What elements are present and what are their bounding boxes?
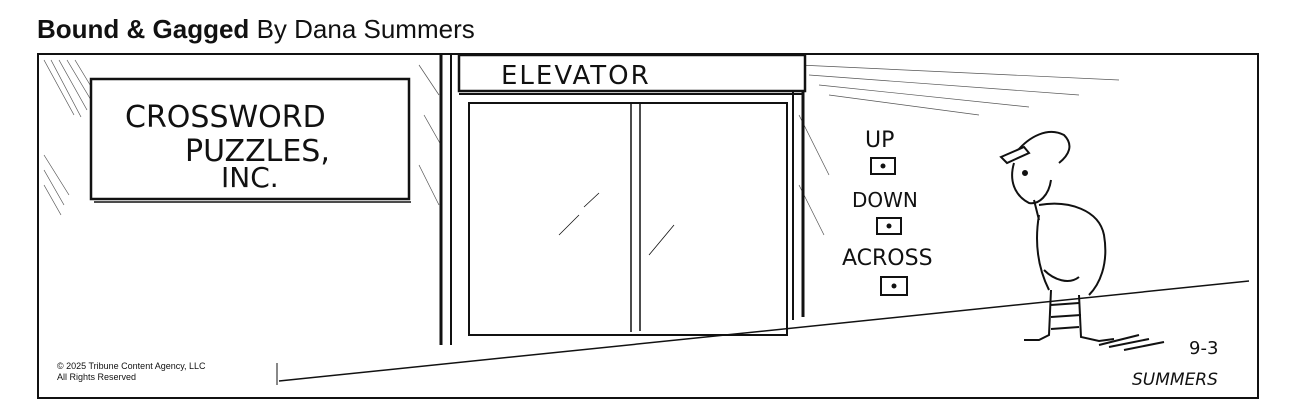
floor-line (278, 280, 1250, 382)
sign-line-2: PUZZLES, (185, 134, 330, 169)
button-label-up: UP (865, 128, 894, 153)
comic-panel: CROSSWORD PUZZLES, INC. ELEVATOR UP DOWN (37, 53, 1259, 399)
elevator-label: ELEVATOR (501, 61, 651, 91)
comic-illustration: CROSSWORD PUZZLES, INC. ELEVATOR UP DOWN (43, 55, 1250, 390)
button-label-down: DOWN (852, 188, 918, 212)
man-figure (999, 130, 1165, 351)
copyright-notice: © 2025 Tribune Content Agency, LLC All R… (57, 361, 206, 383)
copyright-line-1: © 2025 Tribune Content Agency, LLC (57, 361, 206, 371)
sign-line-3: INC. (221, 161, 279, 194)
sign-line-1: CROSSWORD (125, 100, 326, 135)
elevator (439, 55, 807, 345)
button-label-across: ACROSS (842, 246, 933, 271)
company-sign (89, 77, 411, 201)
copyright-line-2: All Rights Reserved (57, 372, 137, 382)
artist-signature: SUMMERS (1132, 370, 1218, 390)
strip-date: 9-3 (1189, 338, 1218, 359)
comic-title: Bound & Gagged (37, 14, 250, 44)
comic-title-bar: Bound & Gagged By Dana Summers (37, 12, 475, 46)
comic-byline: By Dana Summers (256, 14, 475, 44)
